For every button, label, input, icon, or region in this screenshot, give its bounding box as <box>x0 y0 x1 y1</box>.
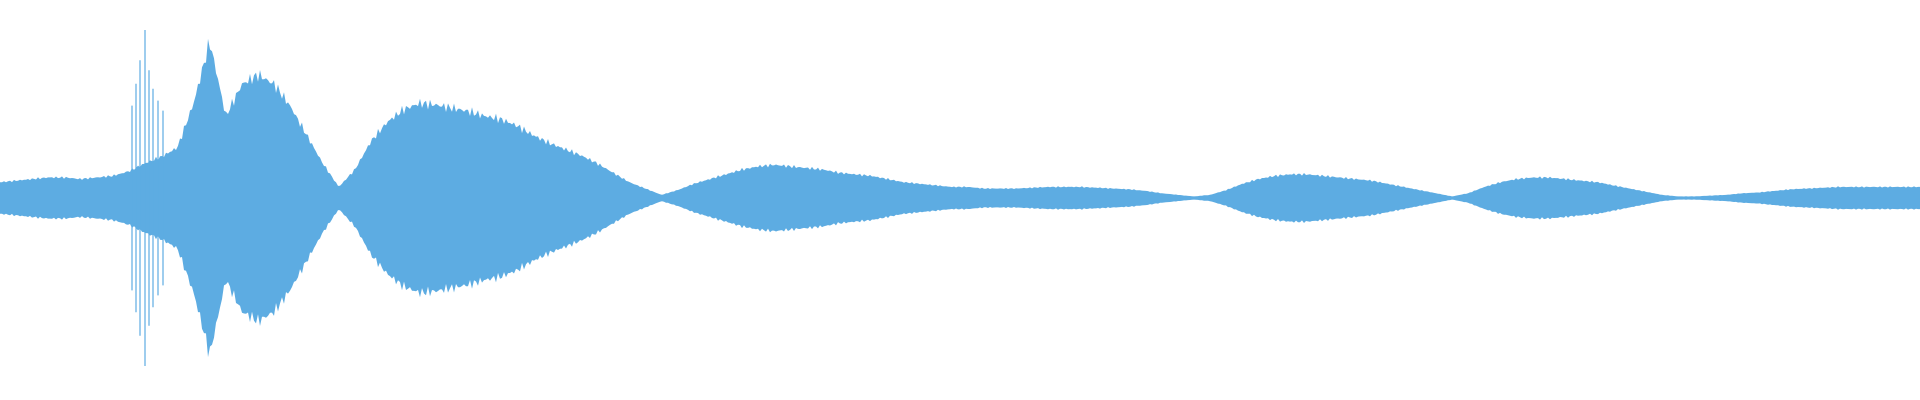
waveform-envelope <box>0 38 1920 358</box>
waveform-spikes <box>131 30 164 366</box>
